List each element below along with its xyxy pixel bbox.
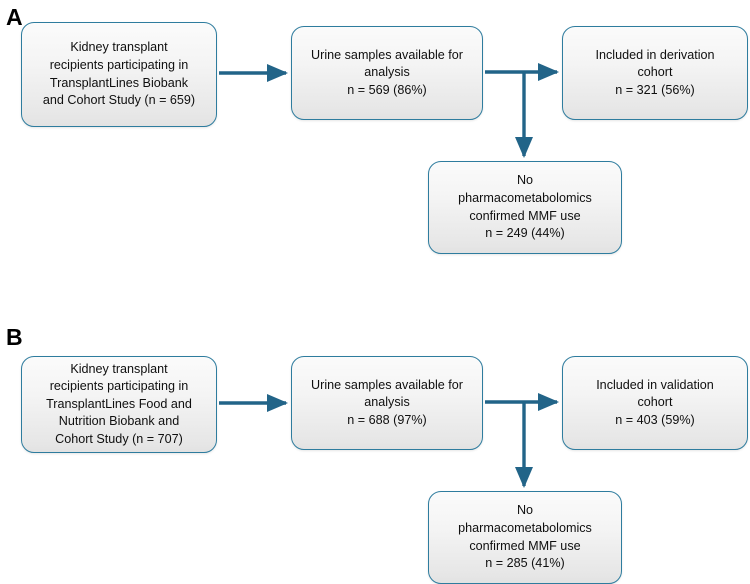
node-b-source-text: Kidney transplant recipients participati… xyxy=(46,361,192,446)
panel-label-b: B xyxy=(6,324,23,350)
node-b-included: Included in validation cohort n = 403 (5… xyxy=(562,356,748,450)
node-b-excluded: No pharmacometabolomics confirmed MMF us… xyxy=(428,491,622,584)
panel-label-a: A xyxy=(6,4,23,30)
node-a-samples: Urine samples available for analysis n =… xyxy=(291,26,483,120)
node-a-excluded: No pharmacometabolomics confirmed MMF us… xyxy=(428,161,622,254)
node-b-included-text: Included in validation cohort n = 403 (5… xyxy=(596,377,714,427)
node-b-source: Kidney transplant recipients participati… xyxy=(21,356,217,453)
node-b-samples-text: Urine samples available for analysis n =… xyxy=(311,377,463,427)
node-a-source-text: Kidney transplant recipients participati… xyxy=(42,40,196,108)
node-a-included-text: Included in derivation cohort n = 321 (5… xyxy=(595,47,715,97)
node-a-samples-text: Urine samples available for analysis n =… xyxy=(311,47,463,97)
node-a-included: Included in derivation cohort n = 321 (5… xyxy=(562,26,748,120)
node-a-source: Kidney transplant recipients participati… xyxy=(21,22,217,127)
node-b-samples: Urine samples available for analysis n =… xyxy=(291,356,483,450)
node-b-excluded-text: No pharmacometabolomics confirmed MMF us… xyxy=(458,503,592,571)
node-a-excluded-text: No pharmacometabolomics confirmed MMF us… xyxy=(458,173,592,241)
